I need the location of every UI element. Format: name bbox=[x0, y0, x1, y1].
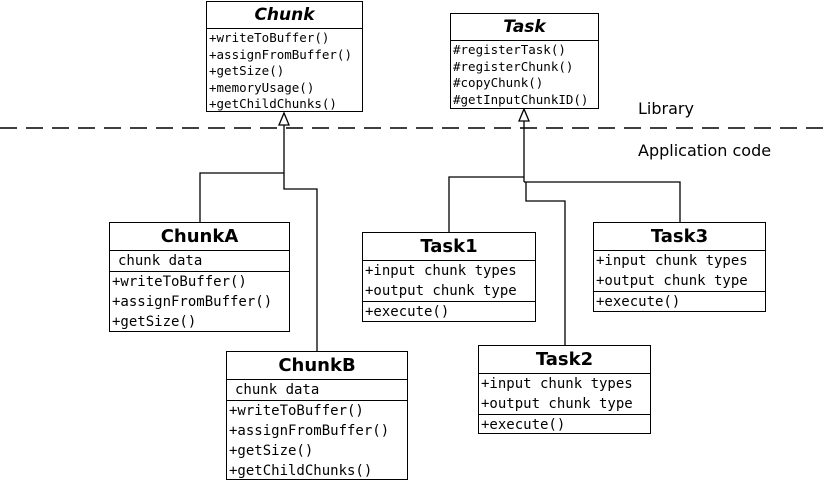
class-task: Task #registerTask() #registerChunk() #c… bbox=[450, 13, 599, 109]
class-task1-methods: +execute() bbox=[363, 302, 535, 322]
chunk-inheritance-arrowhead bbox=[278, 111, 290, 126]
method-line: +getChildChunks() bbox=[229, 463, 373, 479]
class-chunk-title: Chunk bbox=[207, 2, 362, 29]
class-chunk-methods: +writeToBuffer() +assignFromBuffer() +ge… bbox=[207, 29, 362, 113]
class-task1: Task1 +input chunk types +output chunk t… bbox=[362, 232, 536, 322]
edge-task2-to-task bbox=[525, 182, 566, 345]
method-line: #registerTask() bbox=[453, 42, 566, 57]
attribute-line: +input chunk types bbox=[365, 263, 517, 279]
method-line: #copyChunk() bbox=[453, 75, 544, 90]
class-chunkB-title: ChunkB bbox=[227, 352, 407, 380]
class-task3: Task3 +input chunk types +output chunk t… bbox=[593, 222, 766, 312]
library-zone-label: Library bbox=[638, 99, 694, 118]
class-task2-title: Task2 bbox=[479, 346, 650, 374]
edge-chunkA-to-chunk bbox=[199, 172, 284, 222]
method-line: +getSize() bbox=[209, 63, 285, 78]
edge-task1-to-task bbox=[448, 176, 524, 232]
method-line: +assignFromBuffer() bbox=[209, 46, 352, 62]
class-task3-attributes: +input chunk types +output chunk type bbox=[594, 251, 765, 292]
class-task3-title: Task3 bbox=[594, 223, 765, 251]
method-line: +writeToBuffer() bbox=[209, 30, 330, 45]
class-chunkB: ChunkB chunk data +writeToBuffer() +assi… bbox=[226, 351, 408, 480]
method-line: +getSize() bbox=[229, 443, 314, 459]
edge-task3-to-task bbox=[524, 181, 681, 222]
class-task2-methods: +execute() bbox=[479, 415, 650, 435]
method-line: +getChildChunks() bbox=[209, 96, 337, 111]
attribute-line: +output chunk type bbox=[365, 283, 517, 299]
class-chunkA-title: ChunkA bbox=[110, 223, 289, 251]
attribute-line: chunk data bbox=[235, 382, 320, 398]
class-chunkB-attributes: chunk data bbox=[227, 380, 407, 401]
method-line: +writeToBuffer() bbox=[229, 403, 364, 419]
application-zone-label: Application code bbox=[638, 141, 772, 160]
class-chunkA: ChunkA chunk data +writeToBuffer() +assi… bbox=[109, 222, 290, 332]
class-task3-methods: +execute() bbox=[594, 292, 765, 312]
class-chunkB-methods: +writeToBuffer() +assignFromBuffer() +ge… bbox=[227, 401, 407, 481]
class-task2-attributes: +input chunk types +output chunk type bbox=[479, 374, 650, 415]
task-inheritance-arrowhead bbox=[518, 107, 530, 122]
attribute-line: +input chunk types bbox=[596, 253, 748, 269]
attribute-line: +input chunk types bbox=[481, 376, 633, 392]
edge-chunkB-to-chunk bbox=[283, 173, 318, 351]
method-line: +execute() bbox=[365, 304, 450, 320]
method-line: +execute() bbox=[596, 294, 681, 310]
attribute-line: +output chunk type bbox=[596, 273, 748, 289]
method-line: +assignFromBuffer() bbox=[229, 423, 390, 439]
class-chunkA-methods: +writeToBuffer() +assignFromBuffer() +ge… bbox=[110, 272, 289, 332]
class-task-title: Task bbox=[451, 14, 598, 41]
attribute-line: +output chunk type bbox=[481, 396, 633, 412]
class-task2: Task2 +input chunk types +output chunk t… bbox=[478, 345, 651, 434]
class-task1-attributes: +input chunk types +output chunk type bbox=[363, 261, 535, 302]
method-line: #registerChunk() bbox=[453, 58, 574, 74]
method-line: +memoryUsage() bbox=[209, 79, 315, 95]
method-line: +getSize() bbox=[112, 314, 197, 330]
class-chunkA-attributes: chunk data bbox=[110, 251, 289, 272]
attribute-line: chunk data bbox=[118, 253, 203, 269]
class-task1-title: Task1 bbox=[363, 233, 535, 261]
method-line: +writeToBuffer() bbox=[112, 274, 247, 290]
class-task-methods: #registerTask() #registerChunk() #copyCh… bbox=[451, 41, 598, 108]
method-line: +execute() bbox=[481, 417, 566, 433]
method-line: +assignFromBuffer() bbox=[112, 294, 273, 310]
class-chunk: Chunk +writeToBuffer() +assignFromBuffer… bbox=[206, 1, 363, 112]
method-line: #getInputChunkID() bbox=[453, 91, 589, 107]
